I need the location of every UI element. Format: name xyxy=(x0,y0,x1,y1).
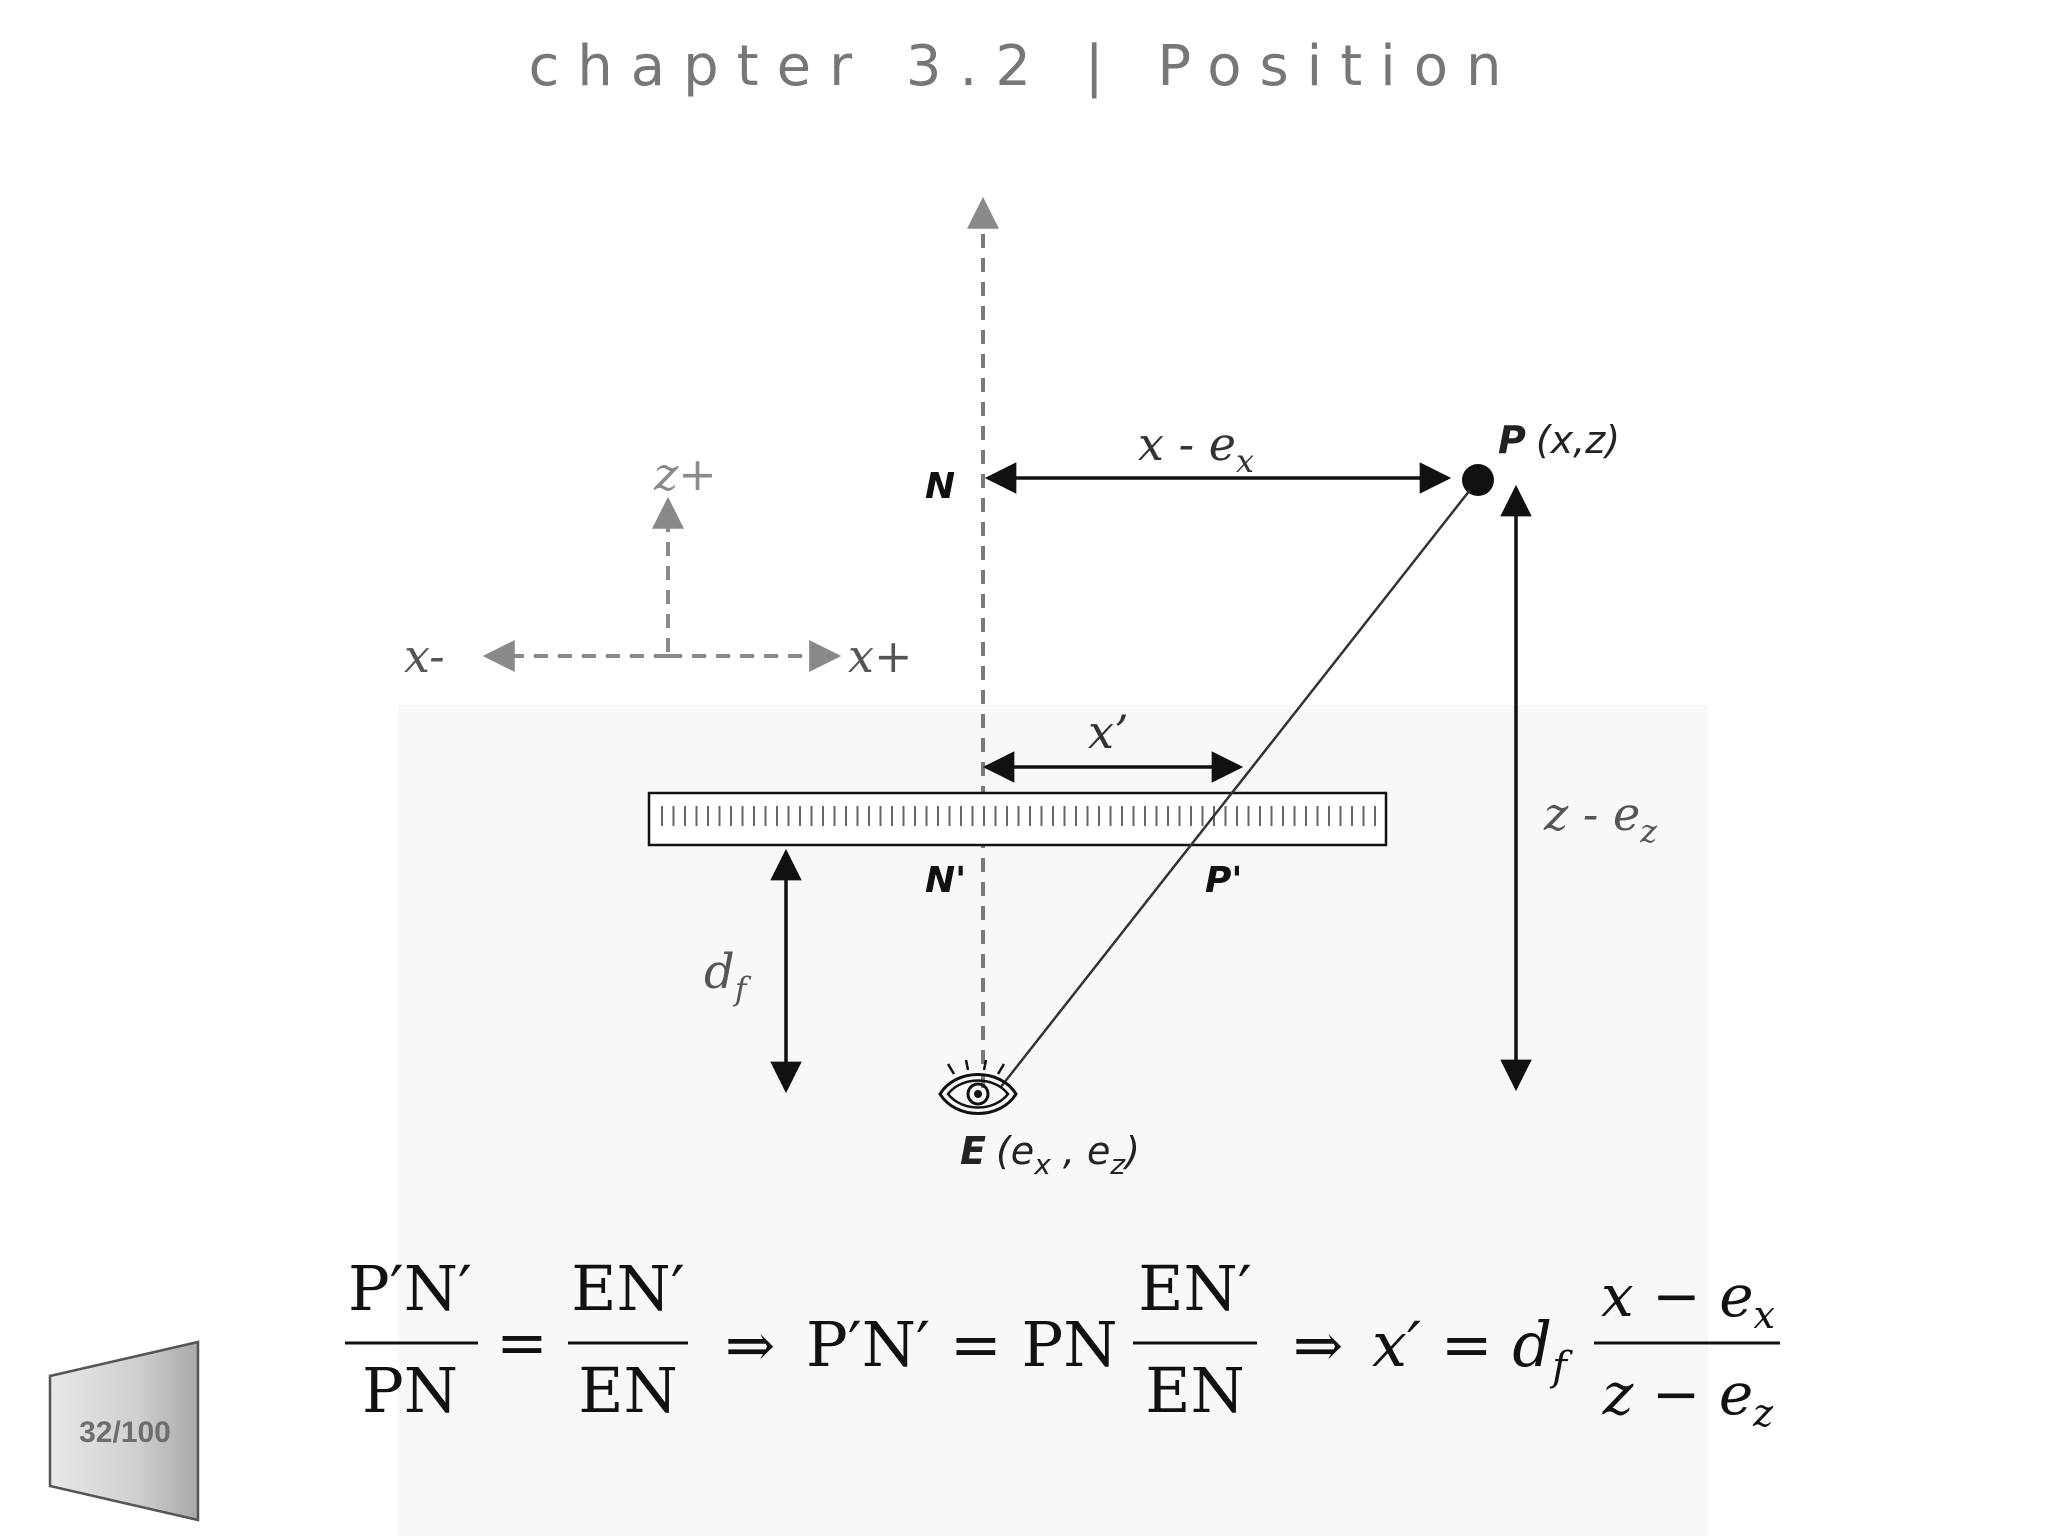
point-p-dot xyxy=(1462,464,1494,496)
frac3-numerator: EN′ xyxy=(1138,1252,1252,1325)
middle-equation: P′N′ = PN xyxy=(806,1308,1117,1381)
page-counter-text: 32/100 xyxy=(79,1416,171,1449)
slide-title: chapter 3.2 | Position xyxy=(528,34,1520,99)
implies-arrow-1: ⇒ xyxy=(725,1311,775,1381)
df-label: df xyxy=(704,944,752,1008)
point-n-label: N xyxy=(925,466,955,507)
frac4-denominator: z − ez xyxy=(1602,1360,1774,1435)
line-of-sight xyxy=(999,489,1471,1089)
point-p-prime-label: P' xyxy=(1205,860,1242,901)
x-minus-label: x- xyxy=(404,629,445,683)
z-plus-label: z+ xyxy=(653,447,717,501)
point-p-label: P(x,z) xyxy=(1498,418,1620,462)
image-plane-ticks xyxy=(661,806,1376,826)
frac2-numerator: EN′ xyxy=(571,1252,685,1325)
frac1-denominator: PN xyxy=(362,1354,458,1427)
page-counter-badge xyxy=(48,1340,200,1522)
implies-arrow-2: ⇒ xyxy=(1293,1311,1343,1381)
projection-formula: P′N′ PN = EN′ EN ⇒ P′N′ = PN EN′ EN ⇒ x′… xyxy=(345,1252,1780,1435)
x-plus-label: x+ xyxy=(848,629,913,683)
equals-sign-1: = xyxy=(496,1306,548,1379)
axis-compass: z+ x- x+ xyxy=(404,447,913,683)
point-e-label: E(ex , ez) xyxy=(960,1129,1140,1181)
x-minus-ex-label: x - ex xyxy=(1138,417,1254,480)
image-plane xyxy=(647,791,1388,847)
frac4-numerator: x − ex xyxy=(1601,1262,1775,1337)
x-prime-equation: x′ = df xyxy=(1372,1308,1573,1390)
eye-icon xyxy=(938,1059,1018,1115)
z-minus-ez-label: z - ez xyxy=(1543,787,1658,850)
frac1-numerator: P′N′ xyxy=(348,1252,472,1325)
x-prime-label: x’ xyxy=(1088,705,1129,759)
frac2-denominator: EN xyxy=(578,1354,678,1427)
point-n-prime-label: N' xyxy=(925,860,966,901)
frac3-denominator: EN xyxy=(1145,1354,1245,1427)
